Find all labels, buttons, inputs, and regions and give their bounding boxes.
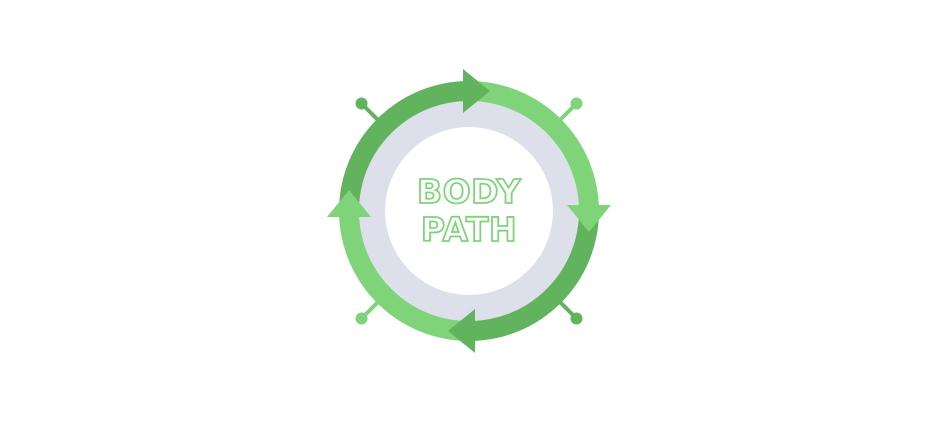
logo-line-1: BODY [417,172,522,211]
left-arrow [327,190,371,217]
top-arrow [463,69,490,113]
logo-line-2: PATH [421,210,517,249]
bottom-arrow [448,309,475,353]
cycle-arrows [327,69,611,353]
right-arrow [567,205,611,232]
center-disc [385,127,553,295]
